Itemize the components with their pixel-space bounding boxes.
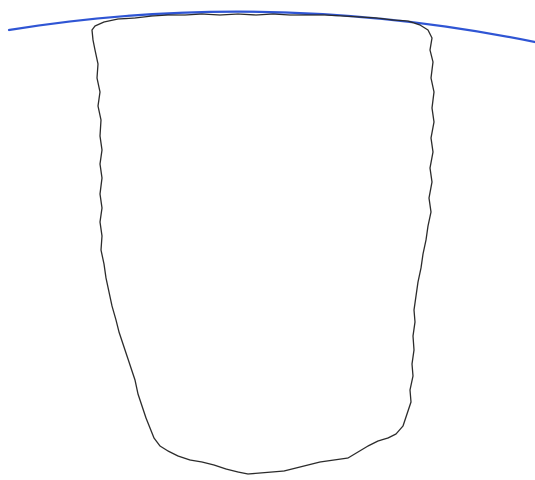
reference-arc bbox=[9, 12, 535, 42]
specimen-outline bbox=[92, 14, 434, 474]
